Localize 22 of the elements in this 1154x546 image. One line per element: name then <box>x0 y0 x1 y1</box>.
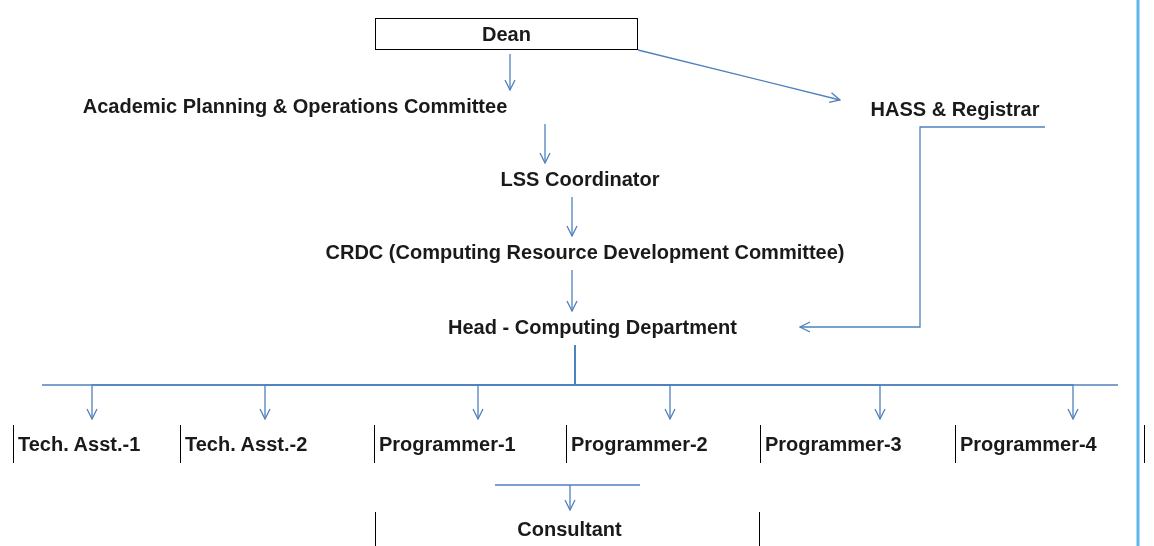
node-label: Academic Planning & Operations Committee <box>82 94 508 118</box>
node-label: Programmer-1 <box>379 432 516 456</box>
arrow <box>504 53 516 91</box>
node-label: LSS Coordinator <box>500 167 660 191</box>
arrow <box>637 49 841 104</box>
node-label: Dean <box>482 22 531 46</box>
node-label: Programmer-3 <box>765 432 902 456</box>
title-box <box>375 18 638 50</box>
arrow <box>564 484 576 511</box>
node-label: CRDC (Computing Resource Development Committee) <box>325 240 845 264</box>
node-label: Head - Computing Department <box>448 315 737 339</box>
node-label: HASS & Registrar <box>870 98 1040 121</box>
arrow <box>799 126 1046 333</box>
arrow <box>566 196 578 237</box>
node-label: Tech. Asst.-1 <box>18 432 141 456</box>
node-label: Tech. Asst.-2 <box>185 432 308 456</box>
arrow <box>574 344 1079 420</box>
node-label: Programmer-2 <box>571 432 708 456</box>
node-label: Consultant <box>517 517 622 541</box>
arrow <box>566 269 578 312</box>
arrow <box>539 123 551 164</box>
node-label: Programmer-4 <box>960 432 1097 456</box>
